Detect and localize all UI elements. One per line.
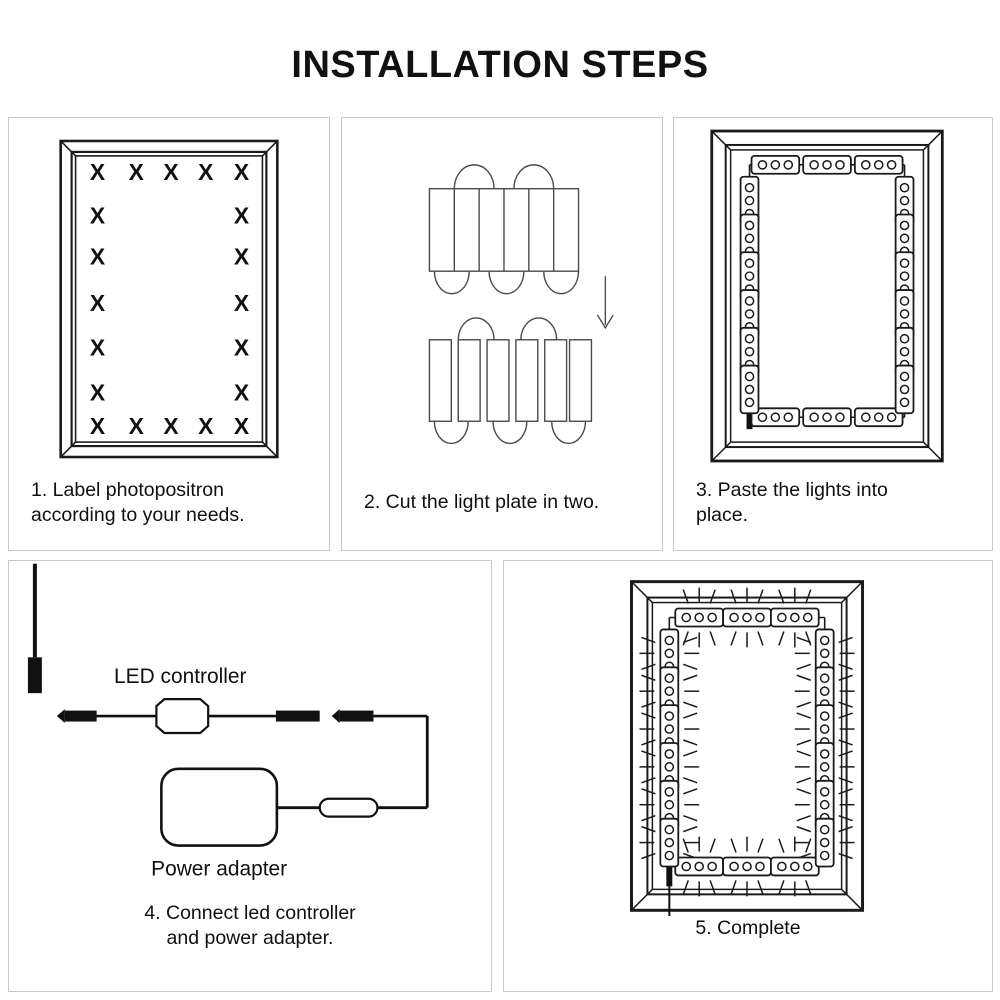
step-panel-4: LED controller Power adapter 4. Connect … (8, 560, 492, 992)
svg-text:X: X (234, 159, 250, 185)
led-module (853, 154, 904, 175)
step-panel-3: 3. Paste the lights into place. (673, 117, 993, 551)
step-1-caption: 1. Label photopositron according to your… (31, 479, 245, 526)
step-5-illustration (629, 580, 865, 916)
light-plate-uncut (428, 164, 580, 295)
svg-text:X: X (129, 413, 145, 439)
led-module (750, 154, 801, 175)
page-title: INSTALLATION STEPS (291, 44, 709, 86)
step-panel-1: X X X X X X X X X X X X X X X X X X (8, 117, 330, 551)
step-5-caption: 5. Complete (695, 917, 801, 939)
barrel-connector-left (56, 709, 97, 724)
power-adapter-brick (160, 767, 279, 847)
step-panel-5: 5. Complete (503, 560, 993, 992)
power-lead-stub (746, 407, 753, 430)
inline-connector (318, 797, 379, 818)
svg-text:X: X (90, 290, 106, 316)
power-lead-wire (666, 860, 673, 916)
led-module (894, 364, 915, 415)
led-module (770, 607, 820, 628)
led-module (739, 364, 760, 415)
svg-text:X: X (163, 413, 179, 439)
led-strip-lead (27, 563, 42, 694)
led-module (659, 817, 680, 868)
step-3-illustration (710, 129, 944, 463)
led-module (674, 856, 724, 877)
step-4-caption: 4. Connect led controller and power adap… (144, 902, 356, 949)
svg-text:X: X (234, 290, 250, 316)
led-module (674, 607, 724, 628)
svg-text:X: X (90, 335, 106, 361)
svg-text:X: X (90, 203, 106, 229)
dc-jack (331, 709, 374, 724)
svg-text:X: X (90, 243, 106, 269)
light-plate-cut (428, 317, 593, 445)
dc-plug (275, 710, 320, 722)
step-2-illustration (428, 164, 614, 445)
led-module (722, 607, 772, 628)
svg-text:X: X (234, 243, 250, 269)
down-arrow-icon (596, 276, 614, 330)
led-module (802, 407, 852, 428)
svg-text:X: X (198, 413, 214, 439)
step-panel-2: 2. Cut the light plate in two. (341, 117, 663, 551)
step-1-illustration: X X X X X X X X X X X X X X X X X X (59, 139, 279, 459)
svg-text:X: X (234, 335, 250, 361)
step-4-illustration: LED controller Power adapter (27, 563, 429, 880)
step-2-caption: 2. Cut the light plate in two. (364, 491, 600, 513)
adapter-wire (275, 716, 429, 810)
x-mark-group: X X X X X X X X X X X X X X X X X X (90, 159, 250, 439)
svg-text:X: X (129, 159, 145, 185)
led-module (814, 817, 835, 868)
led-controller-label: LED controller (114, 665, 246, 688)
svg-text:X: X (234, 379, 250, 405)
svg-text:X: X (198, 159, 214, 185)
led-module (770, 856, 820, 877)
svg-text:X: X (90, 379, 106, 405)
svg-text:X: X (90, 159, 106, 185)
svg-text:X: X (90, 413, 106, 439)
led-controller (155, 698, 210, 735)
led-module (802, 154, 852, 175)
step-3-caption: 3. Paste the lights into place. (696, 479, 888, 526)
power-adapter-label: Power adapter (151, 857, 287, 880)
svg-text:X: X (234, 413, 250, 439)
svg-text:X: X (163, 159, 179, 185)
led-module (722, 856, 772, 877)
svg-text:X: X (234, 203, 250, 229)
